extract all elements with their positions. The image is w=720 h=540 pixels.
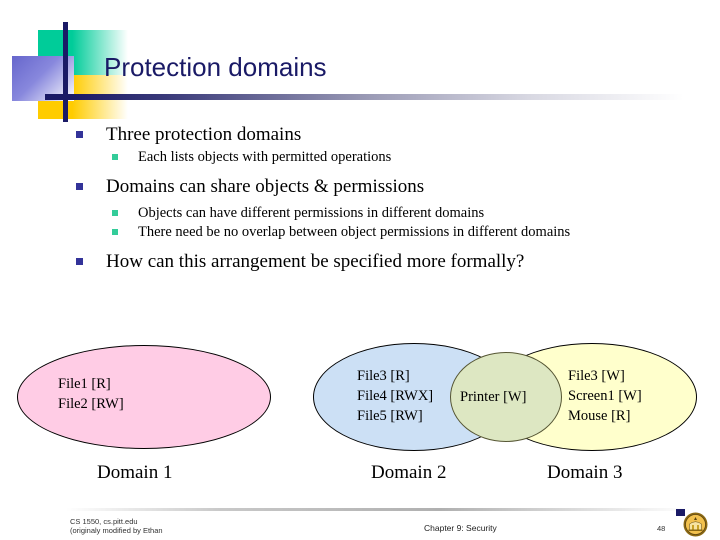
domain1-object-list: File1 [R] File2 [RW] [58,374,124,414]
domain2-object: File5 [RW] [357,408,423,424]
page-title: Protection domains [104,52,327,82]
bullet-level2: Each lists objects with permitted operat… [70,148,690,167]
domain1-object: File2 [RW] [58,396,124,412]
bullet-text: Each lists objects with permitted operat… [138,149,392,165]
domain2-object-list: File3 [R] File4 [RWX] File5 [RW] [357,366,433,426]
bullet-marker-square-icon [76,183,83,190]
footer-attribution-line1: CS 1550, cs.pitt.edu [70,517,138,526]
domain2-object: File4 [RWX] [357,388,434,404]
domain3-object: Mouse [R] [568,408,631,424]
bullet-text: There need be no overlap between object … [138,224,571,240]
footer-attribution: CS 1550, cs.pitt.edu (originaly modified… [70,517,163,535]
footer-chapter-label: Chapter 9: Security [424,523,497,533]
seal-corner-marker [676,509,685,516]
domain1-label: Domain 1 [97,462,173,483]
domain3-object: Screen1 [W] [568,388,642,404]
bullet-marker-square-icon [76,258,83,265]
title-underline-bar [45,94,717,100]
footer-page-number: 48 [657,524,666,533]
bullet-level2: There need be no overlap between object … [70,223,690,242]
domain3-label: Domain 3 [547,462,623,483]
bullet-level2: Objects can have different permissions i… [70,204,690,223]
footer-attribution-line2: (originaly modified by Ethan [70,526,163,535]
domain3-object: File3 [W] [568,368,625,384]
bullet-text: Objects can have different permissions i… [138,205,485,221]
bullet-text: Domains can share objects & permissions [106,176,425,197]
bullet-marker-square-icon [76,131,83,138]
domain2-object: File3 [R] [357,368,410,384]
shared-object-list: Printer [W] [460,387,526,407]
bullet-level1: How can this arrangement be specified mo… [70,249,690,274]
deco-vertical-bar [63,22,68,122]
bullet-marker-square-icon [112,229,118,235]
domain3-object-list: File3 [W] Screen1 [W] Mouse [R] [568,366,642,426]
protection-domains-diagram: File1 [R] File2 [RW] File3 [R] File4 [RW… [0,336,720,496]
domain1-object: File1 [R] [58,376,111,392]
bullet-marker-square-icon [112,154,118,160]
bullet-level1: Domains can share objects & permissions [70,174,690,199]
university-seal-icon [683,512,708,537]
bullet-text: How can this arrangement be specified mo… [106,251,525,272]
domain2-domain3-overlap-ellipse [450,352,562,442]
bullet-text: Three protection domains [106,124,302,145]
shared-object: Printer [W] [460,389,527,405]
bullet-list: Three protection domains Each lists obje… [70,122,690,275]
footer-divider [66,508,690,511]
domain1-ellipse [17,345,271,449]
domain2-label: Domain 2 [371,462,447,483]
bullet-marker-square-icon [112,210,118,216]
bullet-level1: Three protection domains [70,122,690,147]
